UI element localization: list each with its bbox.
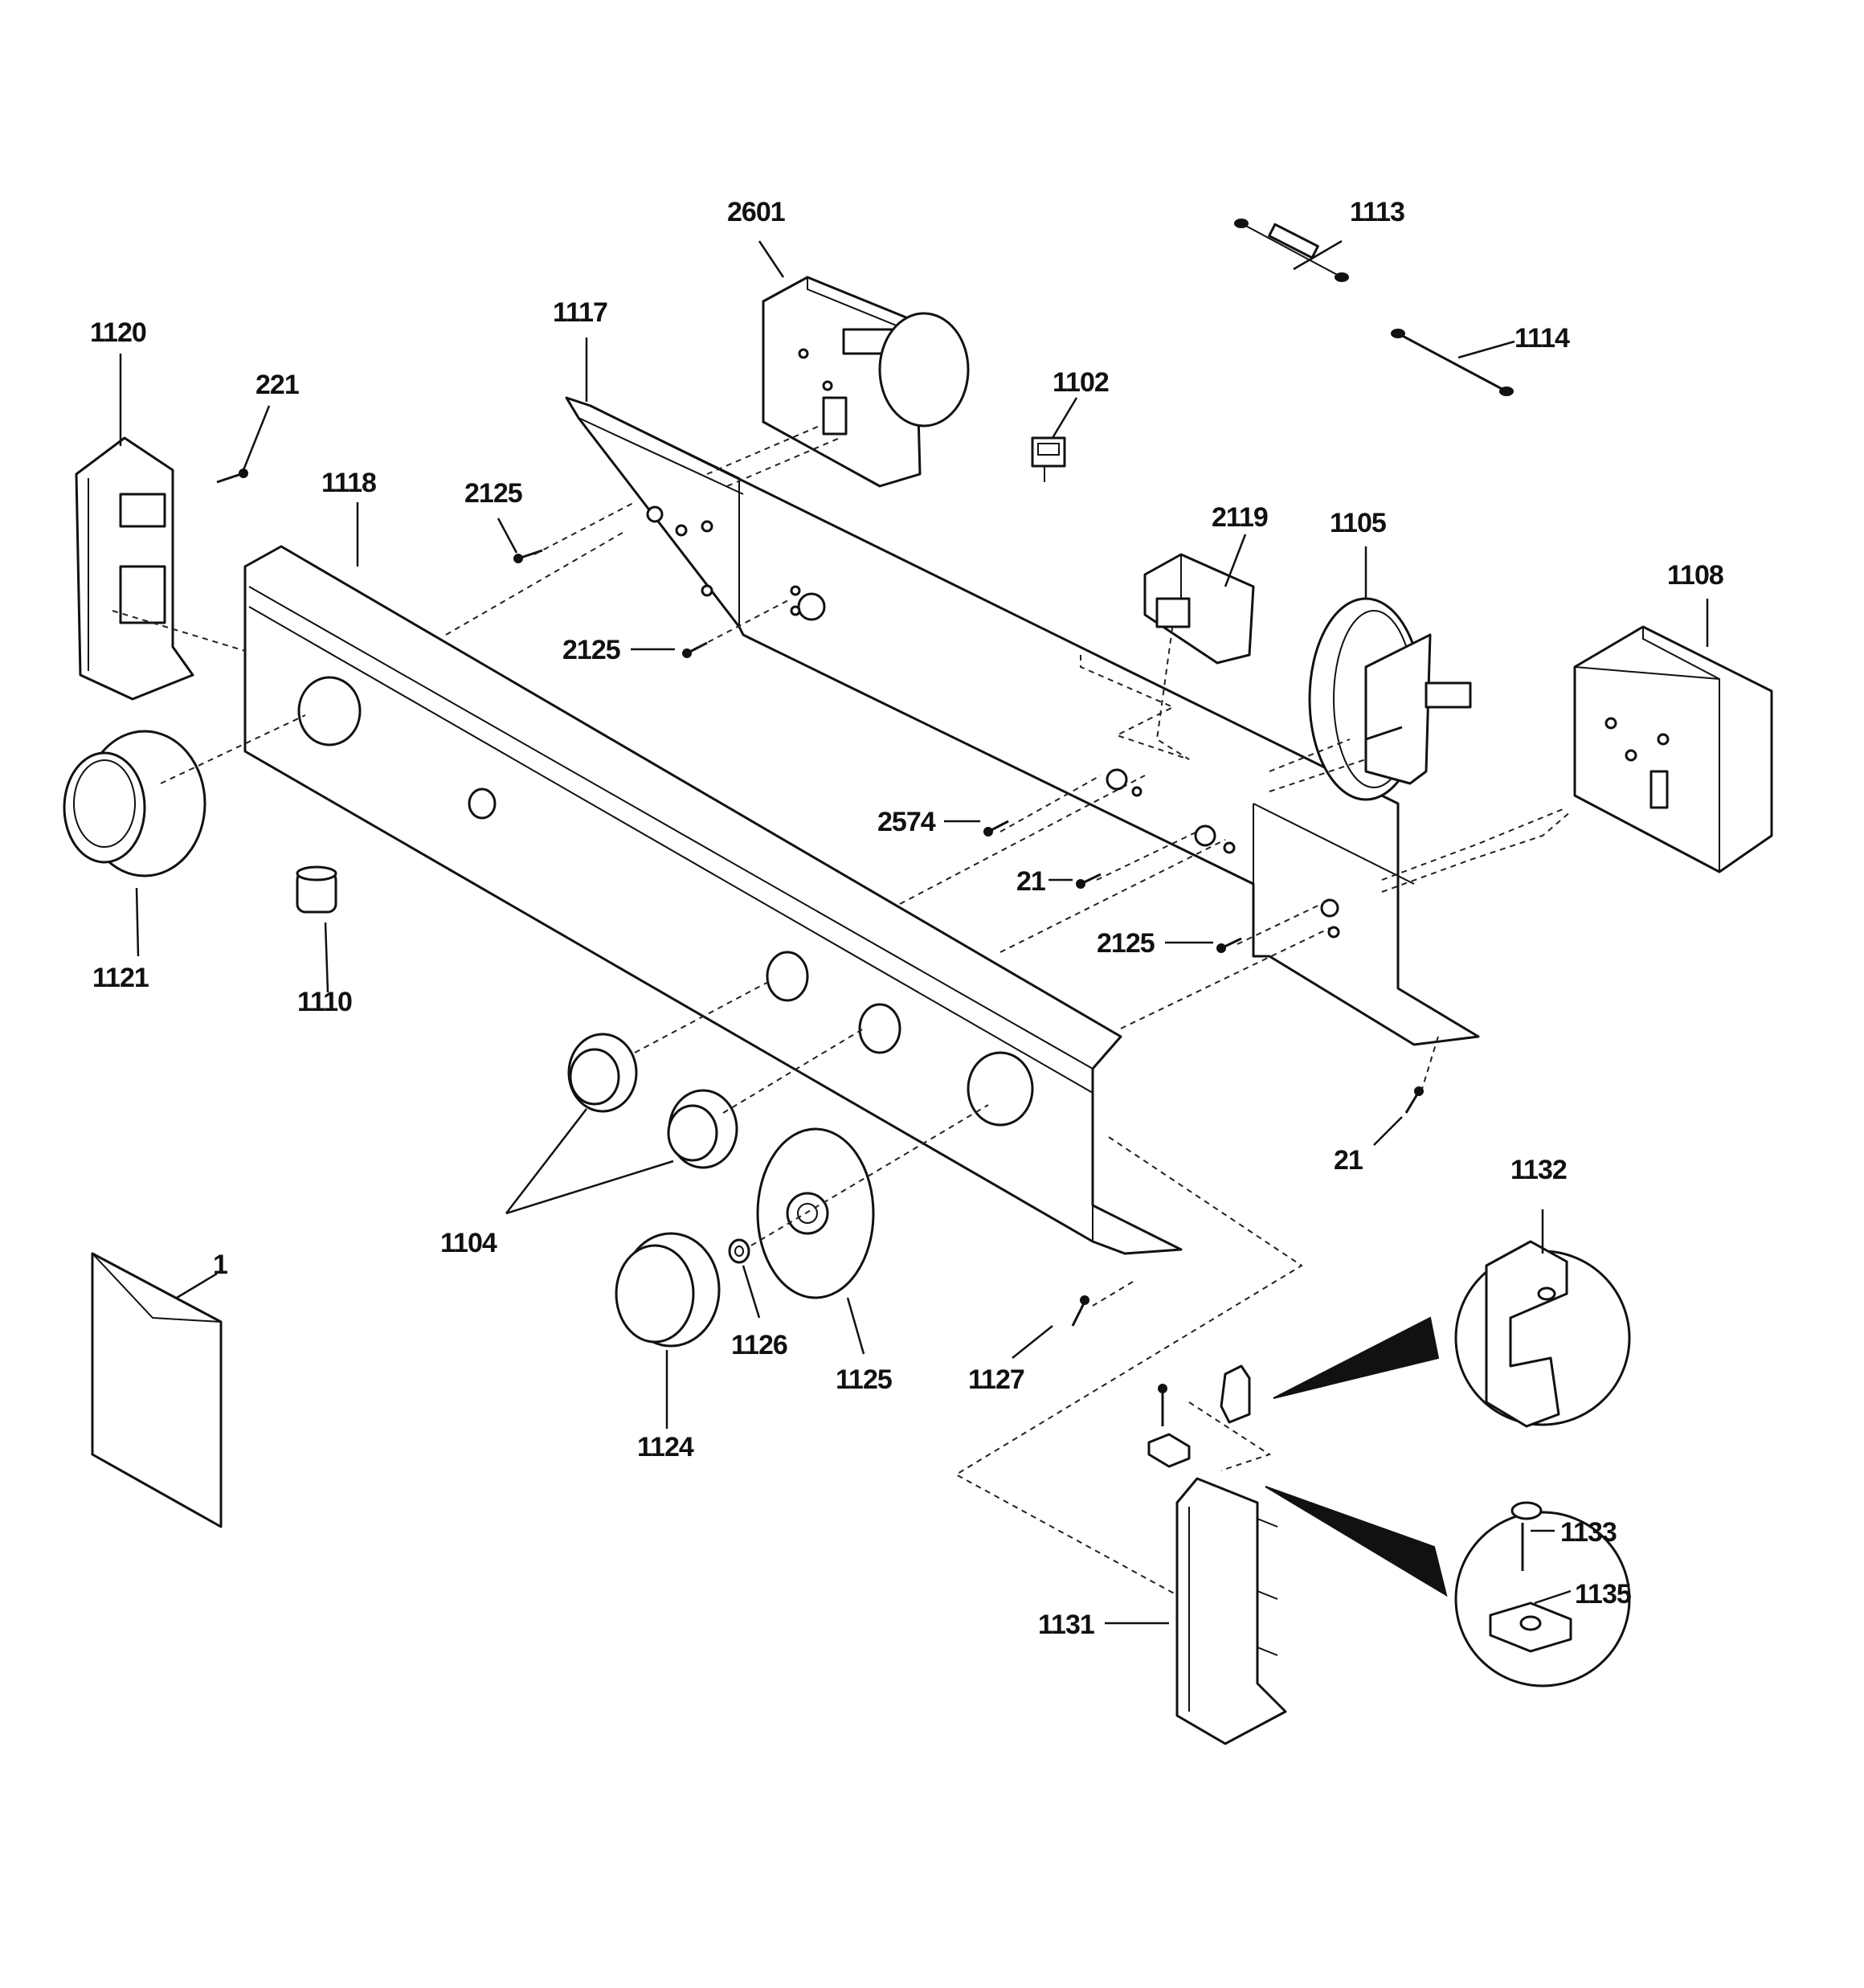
callout-1120: 1120: [90, 317, 146, 348]
leader-lines: [119, 239, 1709, 1625]
callout-1117: 1117: [553, 297, 607, 328]
clip-1132-small: [1220, 1364, 1251, 1424]
callout-1118: 1118: [321, 468, 376, 498]
knob-1121: [63, 730, 206, 877]
knob-1104-a: [567, 1033, 638, 1113]
knob-1104-b: [667, 1089, 738, 1169]
callout-1131: 1131: [1038, 1610, 1094, 1640]
manual-1: [91, 1252, 223, 1528]
callout-1113: 1113: [1350, 197, 1404, 227]
fuse-1113: [1234, 219, 1349, 282]
rear-panel-1117: [565, 396, 1480, 1046]
front-panel-1118: [243, 545, 1183, 1255]
callout-1110: 1110: [297, 987, 352, 1017]
assembly-lines: [112, 425, 1572, 1596]
callouts: 2601 1113 1114 1117 1120 221 1102 1118 2…: [90, 197, 1724, 1640]
link-1114: [1391, 329, 1514, 396]
callout-2125-top: 2125: [464, 478, 522, 509]
callout-21-bottom: 21: [1334, 1145, 1363, 1176]
callout-1135: 1135: [1575, 1579, 1631, 1610]
nut-1135-small: [1147, 1384, 1191, 1468]
callout-1125: 1125: [836, 1364, 892, 1395]
callout-1: 1: [213, 1250, 227, 1280]
callout-1104: 1104: [440, 1228, 497, 1258]
callout-2119: 2119: [1212, 502, 1268, 533]
switch-1102: [1031, 436, 1066, 482]
screw-2125-right: [1216, 937, 1242, 953]
callout-1102: 1102: [1053, 367, 1109, 398]
screw-21-mid: [1076, 873, 1102, 889]
callout-1126: 1126: [731, 1330, 787, 1360]
callout-1132: 1132: [1510, 1155, 1567, 1185]
callout-21-mid: 21: [1016, 866, 1045, 897]
washer-1126: [728, 1238, 750, 1264]
callout-1124: 1124: [637, 1432, 694, 1462]
callout-1133: 1133: [1560, 1517, 1617, 1548]
callout-221: 221: [255, 370, 299, 400]
callout-1108: 1108: [1667, 560, 1723, 591]
screw-221: [216, 468, 248, 484]
callout-1121: 1121: [92, 963, 149, 993]
callout-2601: 2601: [727, 197, 785, 227]
end-cap-1120: [75, 436, 194, 701]
callout-2125-right: 2125: [1097, 928, 1155, 959]
spacer-1110: [296, 865, 337, 914]
knob-1124: [615, 1232, 721, 1348]
timer-1108: [1573, 625, 1773, 873]
callout-2574: 2574: [877, 807, 936, 837]
end-cap-1131: [1175, 1477, 1287, 1745]
callout-2125-mid: 2125: [562, 635, 620, 665]
detail-circle-1133-1135: [1265, 1486, 1631, 1687]
switch-2119: [1143, 553, 1255, 665]
callout-1114: 1114: [1514, 323, 1570, 354]
screw-2574: [983, 820, 1009, 837]
skirt-1125: [756, 1127, 875, 1299]
callout-1105: 1105: [1330, 508, 1386, 538]
timer-2601: [762, 276, 970, 488]
screw-21-bottom: [1404, 1086, 1424, 1114]
callout-1127: 1127: [968, 1364, 1024, 1395]
detail-circle-1132: [1273, 1240, 1631, 1428]
control-1105: [1308, 597, 1472, 801]
screw-1127: [1071, 1295, 1089, 1327]
